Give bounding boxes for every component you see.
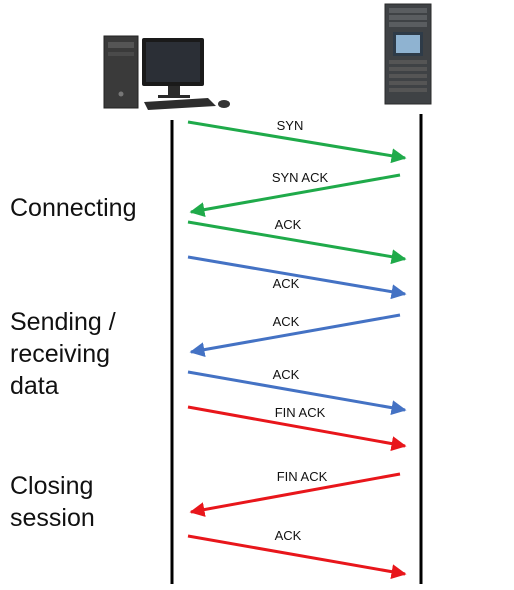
- message-label: FIN ACK: [277, 469, 328, 484]
- message-label: ACK: [273, 367, 300, 382]
- server-rack-icon: [384, 3, 432, 105]
- phase-line: Sending /: [10, 308, 116, 336]
- message-label: ACK: [273, 314, 300, 329]
- message-label: ACK: [275, 528, 302, 543]
- phase-line: Closing: [10, 472, 94, 500]
- phase-line: Connecting: [10, 194, 137, 222]
- message-arrow: [189, 313, 401, 358]
- message-arrow: [187, 405, 407, 451]
- phase-label-sending-receiving: Sending / receiving data: [10, 306, 116, 402]
- message-arrow: [187, 220, 407, 265]
- message-arrow: [187, 120, 407, 164]
- message-label: FIN ACK: [275, 405, 326, 420]
- message-label: SYN ACK: [272, 170, 329, 185]
- phase-label-closing-session: Closing session: [10, 470, 95, 534]
- phase-line: session: [10, 504, 95, 532]
- message-arrow: [189, 173, 401, 218]
- message-arrow: [187, 370, 407, 416]
- phase-label-connecting: Connecting: [10, 192, 136, 224]
- desktop-computer-icon: [103, 35, 230, 110]
- message-label: ACK: [273, 276, 300, 291]
- message-arrow: [189, 472, 401, 517]
- message-label: ACK: [275, 217, 302, 232]
- message-arrow: [187, 255, 407, 300]
- message-arrow: [187, 534, 407, 580]
- phase-line: data: [10, 372, 59, 400]
- message-label: SYN: [277, 118, 304, 133]
- phase-line: receiving: [10, 340, 111, 368]
